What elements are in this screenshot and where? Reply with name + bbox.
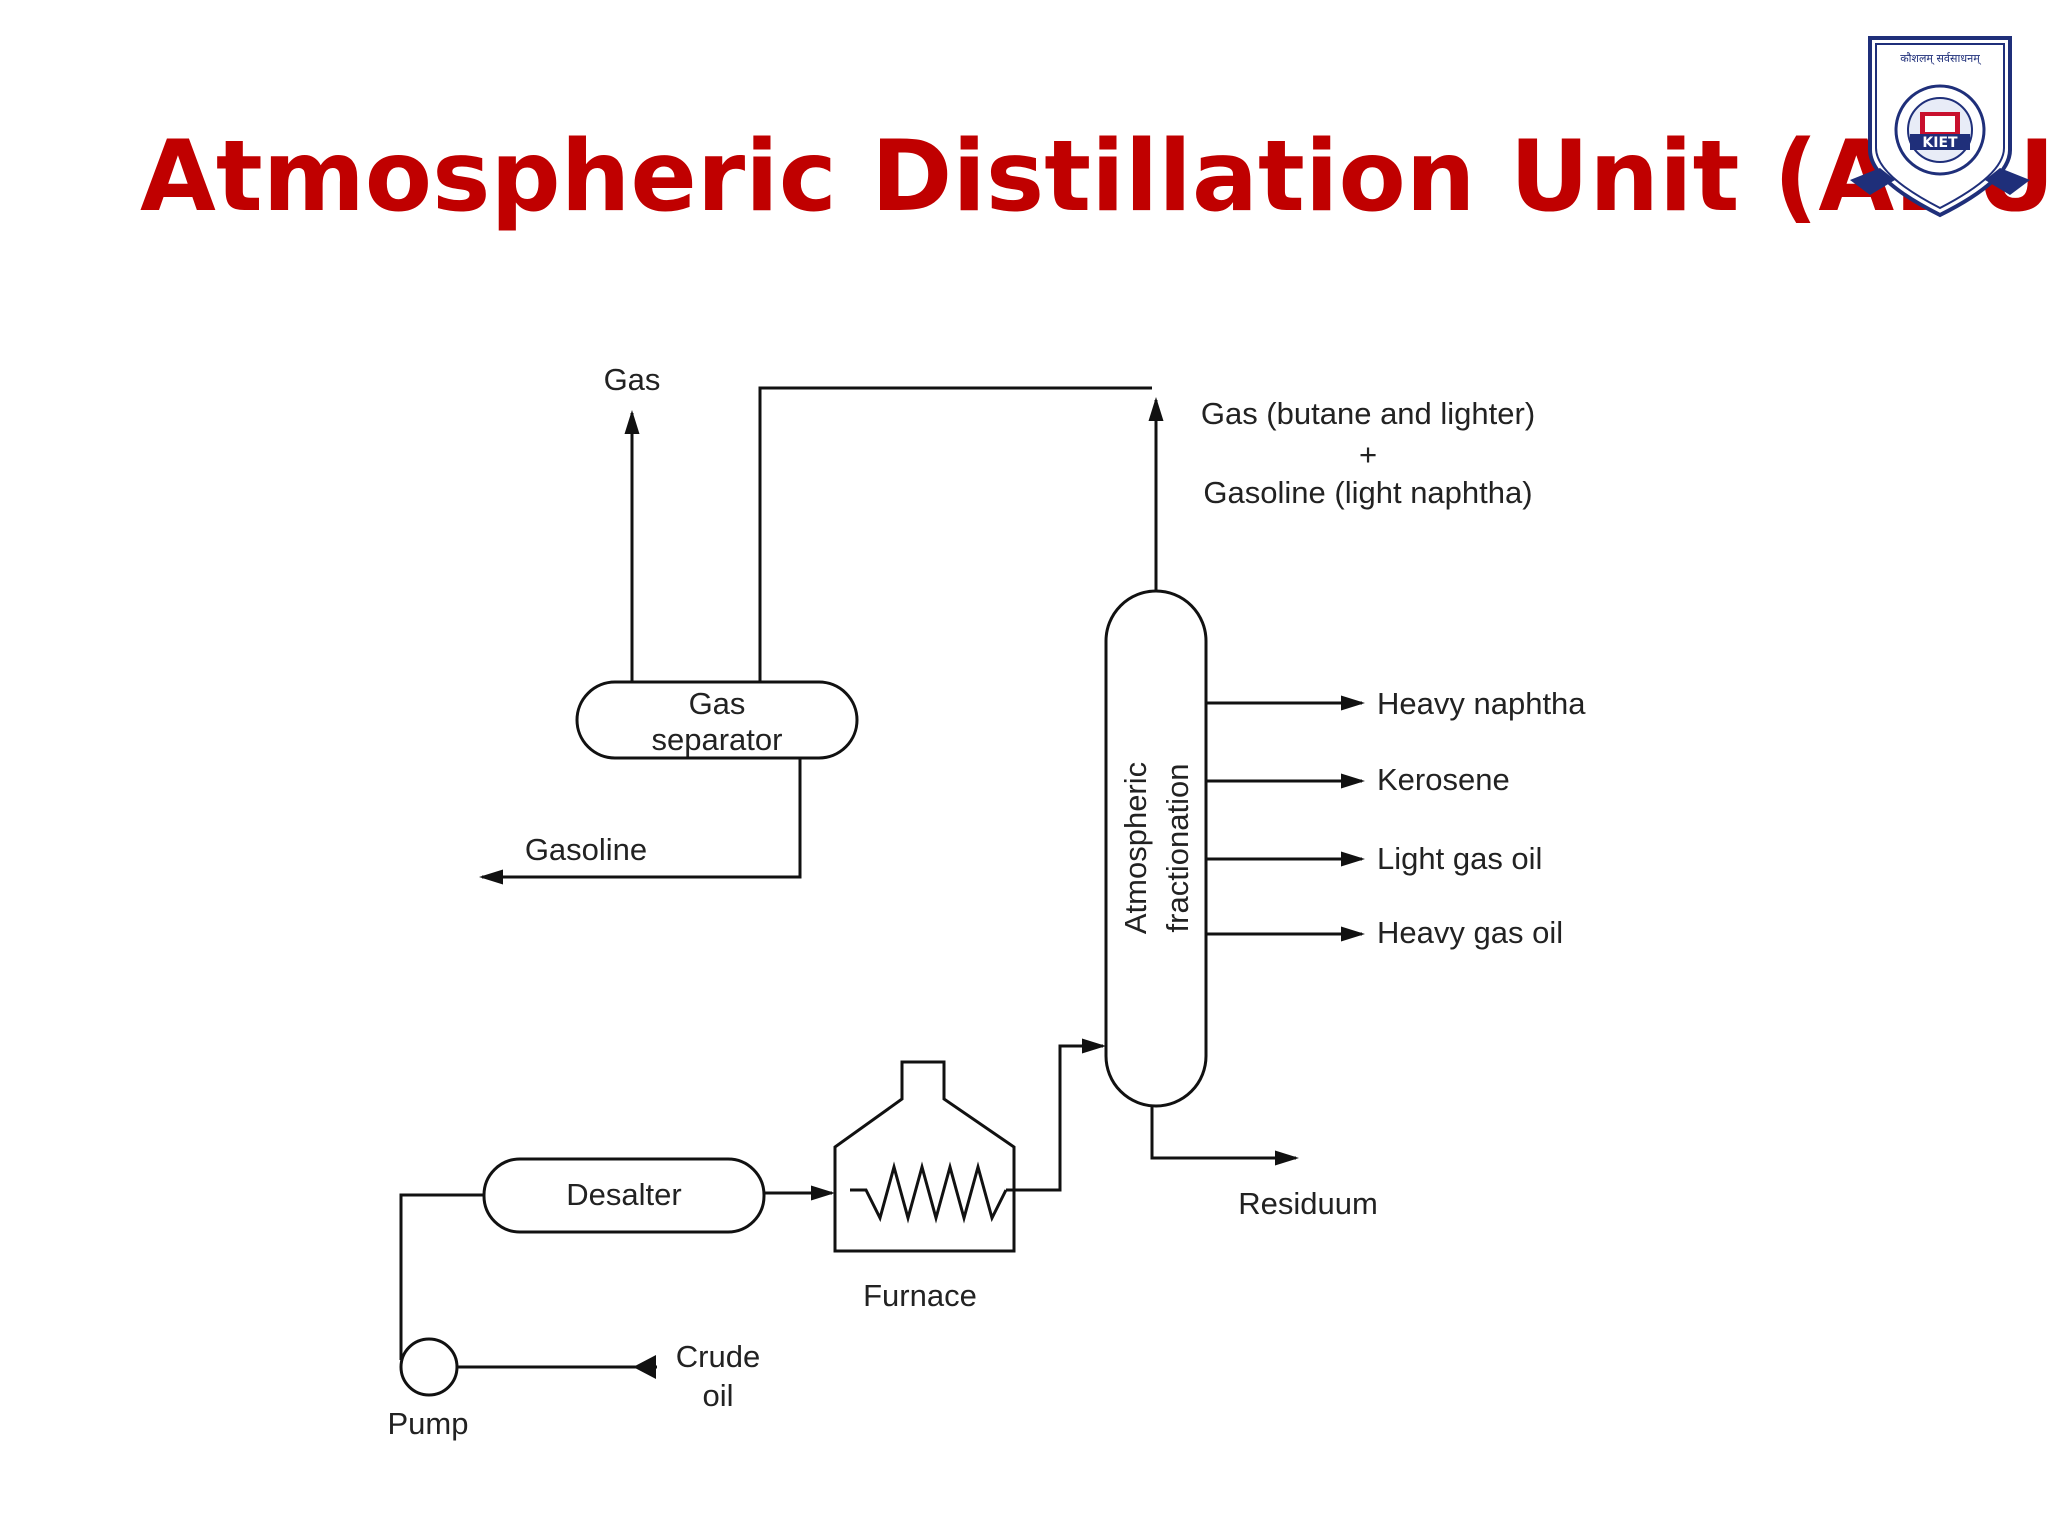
column-label-line2: fractionation [1160, 764, 1195, 933]
furnace-label: Furnace [863, 1278, 977, 1313]
desalter: Desalter [482, 1157, 766, 1234]
furnace-to-column-arrow [1006, 1038, 1106, 1192]
light-gas-oil-label: Light gas oil [1377, 841, 1542, 876]
desalter-label: Desalter [566, 1177, 681, 1212]
residuum-arrow [1150, 1106, 1299, 1166]
overhead-label-plus: + [1359, 437, 1377, 472]
overhead-label-line2: Gasoline (light naphtha) [1203, 475, 1532, 510]
slide-title: Atmospheric Distillation Unit (ADU) [140, 120, 2048, 234]
pump-to-desalter-line [399, 1193, 484, 1360]
crude-oil-label-line2: oil [702, 1378, 733, 1413]
kiet-logo: कौशलम् सर्वसाधनम् KIET [1850, 36, 2030, 218]
gas-separator-label-line2: separator [652, 722, 783, 757]
gas-separator: Gas separator [575, 680, 859, 760]
gas-label: Gas [604, 362, 661, 397]
gasoline-outlet-arrow [479, 758, 802, 885]
overhead-to-separator-line [758, 386, 1152, 682]
heavy-naphtha-label: Heavy naphtha [1377, 686, 1586, 721]
atmospheric-fractionation-column: Atmospheric fractionation [1104, 589, 1208, 1108]
logo-motto: कौशलम् सर्वसाधनम् [1900, 52, 1982, 65]
furnace [833, 1060, 1016, 1253]
kerosene-label: Kerosene [1377, 762, 1510, 797]
crude-feed-arrowhead [633, 1355, 656, 1379]
pump-label: Pump [388, 1406, 469, 1441]
overhead-label-line1: Gas (butane and lighter) [1201, 396, 1535, 431]
crude-oil-label-line1: Crude [676, 1339, 760, 1374]
heavy-gas-oil-label: Heavy gas oil [1377, 915, 1563, 950]
column-label-line1: Atmospheric [1118, 762, 1153, 934]
residuum-label: Residuum [1238, 1186, 1378, 1221]
logo-badge: KIET [1922, 135, 1958, 151]
pump [399, 1337, 459, 1397]
gasoline-label: Gasoline [525, 832, 647, 867]
gas-separator-label-line1: Gas [689, 686, 746, 721]
